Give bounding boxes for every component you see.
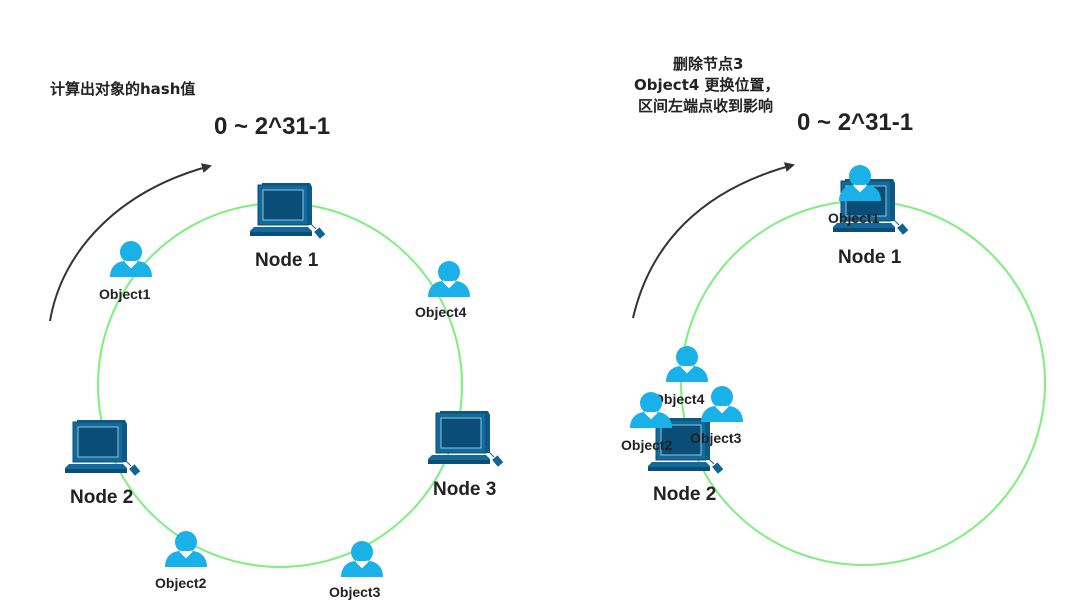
right-object4-label: Object4 xyxy=(653,391,705,407)
right-object2-label: Object2 xyxy=(621,437,673,453)
left-diagram: 计算出对象的hash值 0 ~ 2^31-1 Node 1 Node 2 Nod… xyxy=(49,80,504,600)
left-object1-person-icon xyxy=(109,240,153,278)
left-object3-person-icon xyxy=(340,540,384,578)
right-object4-person-icon xyxy=(665,345,709,383)
left-node3-label: Node 3 xyxy=(433,479,496,500)
left-node3-computer-icon xyxy=(427,410,504,468)
right-range-label: 0 ~ 2^31-1 xyxy=(797,109,913,136)
left-object4-label: Object4 xyxy=(415,304,467,320)
right-object3-person-icon xyxy=(700,385,744,423)
left-object3-label: Object3 xyxy=(329,584,381,600)
right-object3-label: Object3 xyxy=(690,430,742,446)
right-node1-label: Node 1 xyxy=(838,247,902,268)
left-object4-person-icon xyxy=(427,260,471,298)
right-object1-label: Object1 xyxy=(828,210,880,226)
right-diagram: 删除节点3 Object4 更换位置， 区间左端点收到影响 0 ~ 2^31-1… xyxy=(621,55,1046,566)
left-node1-computer-icon xyxy=(249,182,326,240)
left-range-label: 0 ~ 2^31-1 xyxy=(214,113,330,140)
right-caption-line2: Object4 更换位置， xyxy=(634,76,780,94)
left-node2-computer-icon xyxy=(64,419,141,477)
right-caption-line3: 区间左端点收到影响 xyxy=(638,97,773,115)
right-caption-line1: 删除节点3 xyxy=(673,55,743,73)
right-node2-label: Node 2 xyxy=(653,484,716,505)
left-node1-label: Node 1 xyxy=(255,250,319,271)
left-rotation-arrow xyxy=(49,163,212,322)
right-rotation-arrow xyxy=(632,162,795,319)
left-caption: 计算出对象的hash值 xyxy=(50,80,195,98)
left-node2-label: Node 2 xyxy=(70,487,133,508)
left-object2-label: Object2 xyxy=(155,575,207,591)
left-object1-label: Object1 xyxy=(99,286,151,302)
